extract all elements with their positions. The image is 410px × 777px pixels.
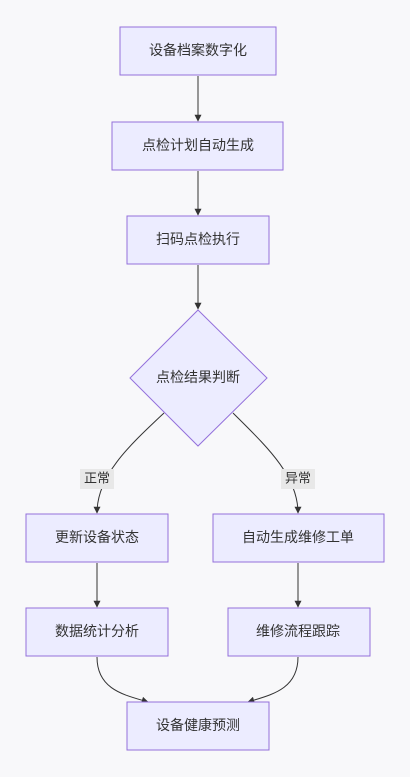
node-update: 更新设备状态 — [25, 513, 169, 563]
edge-track-predict — [247, 656, 299, 704]
node-track-label: 维修流程跟踪 — [256, 624, 340, 640]
edge-stats-predict — [96, 656, 149, 704]
node-judge-label: 点检结果判断 — [156, 370, 240, 386]
edge-judge-workorder — [232, 412, 302, 514]
node-archive-label: 设备档案数字化 — [149, 42, 247, 59]
node-archive: 设备档案数字化 — [119, 26, 277, 76]
edge-label-abnormal: 异常 — [281, 469, 315, 489]
edges — [93, 76, 302, 704]
edge-label-abnormal-text: 异常 — [285, 472, 311, 487]
edge-label-normal: 正常 — [80, 469, 114, 489]
node-judge: 点检结果判断 — [129, 309, 268, 447]
node-plan: 点检计划自动生成 — [111, 121, 284, 171]
node-predict-label: 设备健康预测 — [156, 717, 240, 734]
node-stats-label: 数据统计分析 — [55, 624, 139, 640]
node-scan: 扫码点检执行 — [126, 215, 270, 265]
edge-label-normal-text: 正常 — [84, 472, 110, 487]
node-predict: 设备健康预测 — [126, 701, 270, 751]
edge-judge-update — [93, 412, 165, 514]
node-workorder-label: 自动生成维修工单 — [242, 530, 354, 546]
node-track: 维修流程跟踪 — [227, 607, 371, 657]
node-plan-label: 点检计划自动生成 — [142, 138, 254, 154]
node-workorder: 自动生成维修工单 — [212, 513, 385, 563]
node-stats: 数据统计分析 — [25, 607, 169, 657]
node-update-label: 更新设备状态 — [55, 529, 139, 546]
node-scan-label: 扫码点检执行 — [156, 232, 240, 248]
